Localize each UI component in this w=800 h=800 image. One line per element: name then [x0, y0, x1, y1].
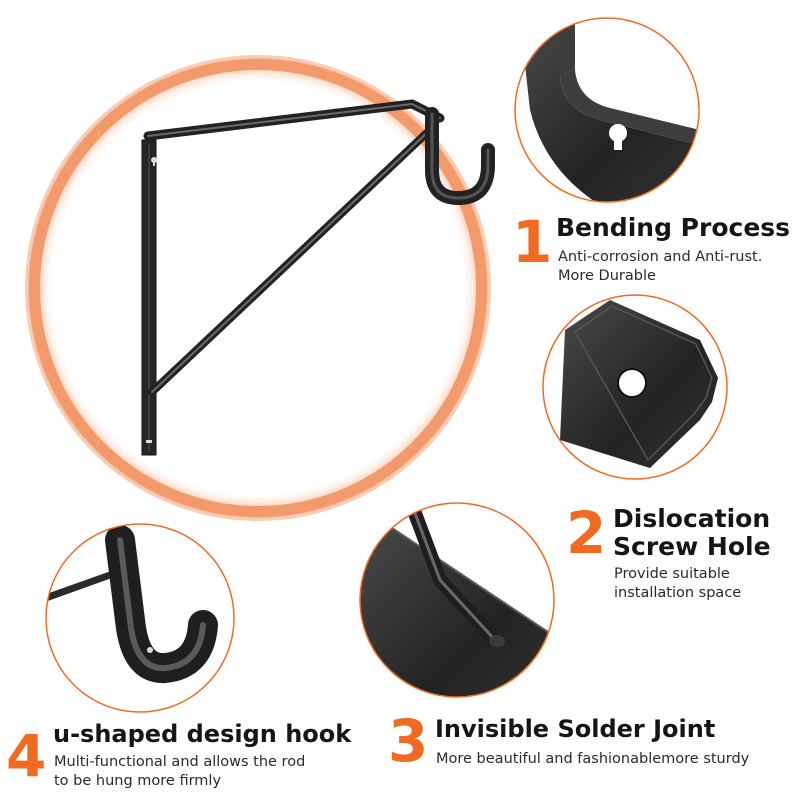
- feature-number: 1: [512, 208, 553, 276]
- shelf-bracket: [141, 99, 495, 456]
- feature-number: 4: [6, 722, 47, 790]
- detail-screw-hole: [542, 294, 728, 480]
- feature-title: u-shaped design hook: [53, 720, 352, 748]
- feature-title: Bending Process: [556, 213, 791, 242]
- feature-number: 3: [388, 707, 429, 775]
- feature-title: Invisible Solder Joint: [435, 715, 716, 743]
- feature-description: More beautiful and fashionablemore sturd…: [436, 751, 750, 767]
- feature-description: Provide suitable installation space: [614, 566, 742, 601]
- feature-description: Anti-corrosion and Anti-rust. More Durab…: [558, 249, 763, 284]
- detail-solder-joint: [359, 502, 555, 698]
- feature-description: Multi-functional and allows the rod to b…: [54, 754, 306, 789]
- detail-bend: [514, 17, 700, 203]
- feature-number: 2: [566, 499, 607, 567]
- detail-hook: [45, 523, 235, 713]
- feature-title: Dislocation Screw Hole: [613, 504, 771, 561]
